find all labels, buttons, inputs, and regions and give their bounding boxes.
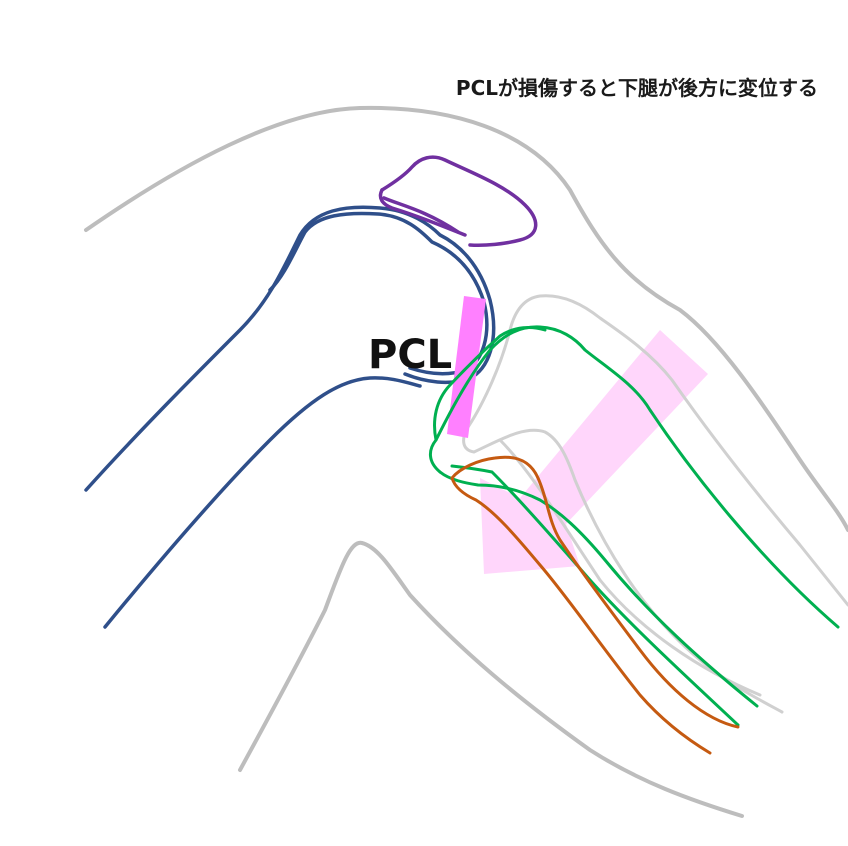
tibia-displaced-shaft xyxy=(450,464,740,727)
tibia-original-shaft xyxy=(498,438,762,697)
leg-outline-thigh xyxy=(84,105,848,532)
leg-outline-calf xyxy=(238,540,744,818)
diagram-caption: PCLが損傷すると下腿が後方に変位する xyxy=(456,76,818,100)
patella-outline xyxy=(380,155,538,247)
tibia-displaced-plateau xyxy=(433,326,547,442)
tibia-displaced-outline xyxy=(429,325,840,629)
femur-outline-outer xyxy=(84,205,496,492)
patella-inner xyxy=(378,188,467,237)
fibula-posterior xyxy=(450,476,712,755)
displacement-arrow xyxy=(480,330,708,574)
pcl-label: PCL xyxy=(368,332,452,378)
femur-shaft-posterior xyxy=(103,376,422,629)
fibula-outline xyxy=(450,455,740,729)
tibia-displaced-posterior xyxy=(438,470,759,708)
patella-inner-2 xyxy=(382,196,460,234)
